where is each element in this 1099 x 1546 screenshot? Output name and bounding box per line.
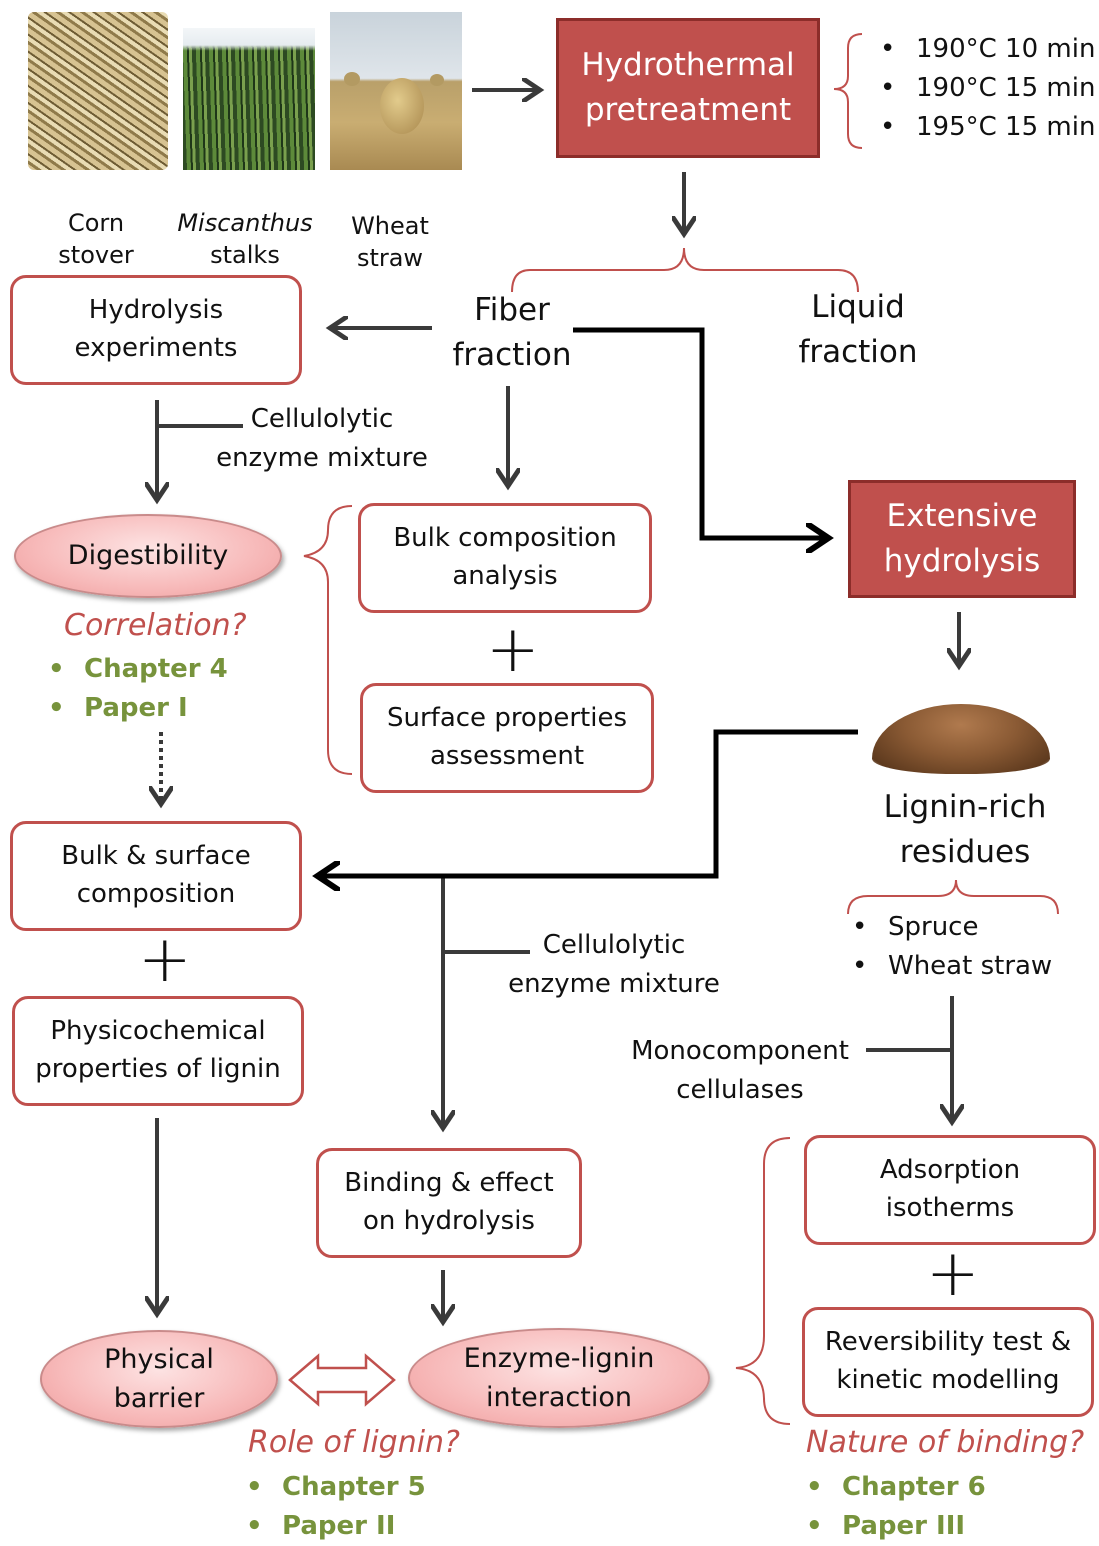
reference-item: Paper I <box>48 689 228 728</box>
physical-barrier-ellipse: Physical barrier <box>40 1330 278 1428</box>
extensive-hydrolysis-box: Extensive hydrolysis <box>848 480 1076 598</box>
brace-analyses <box>303 505 353 775</box>
enzyme-mixture-label-1: Cellulolytic enzyme mixture <box>216 404 428 473</box>
bulk-composition-box: Bulk composition analysis <box>358 503 652 613</box>
reference-item: Chapter 4 <box>48 650 228 689</box>
arrow-fiber-to-extensive <box>573 327 826 538</box>
arrow-residues-to-bulk-surface <box>320 729 858 876</box>
double-arrow <box>288 1353 396 1407</box>
plus-sign-1: + <box>486 613 540 687</box>
nature-of-binding-question: Nature of binding? <box>806 1425 1085 1460</box>
role-references: Chapter 5 Paper II <box>246 1468 426 1546</box>
reference-item: Paper III <box>806 1507 986 1546</box>
brace-residues <box>847 879 1059 915</box>
plus-sign-3: + <box>926 1237 980 1311</box>
fiber-fraction-label: Fiber fraction <box>452 292 572 373</box>
brace-fractions <box>511 247 859 293</box>
lignin-powder-image <box>872 690 1050 776</box>
lignin-rich-residues-label: Lignin-rich residues <box>883 789 1047 870</box>
miscanthus-photo <box>183 28 315 170</box>
adsorption-isotherms-box: Adsorption isotherms <box>804 1135 1096 1245</box>
binding-effect-box: Binding & effect on hydrolysis <box>316 1148 582 1258</box>
enzyme-mixture-label-2: Cellulolytic enzyme mixture <box>508 930 720 999</box>
brace-conditions <box>833 33 863 149</box>
plus-sign-2: + <box>138 923 192 997</box>
reference-item: Paper II <box>246 1507 426 1546</box>
condition-item: 190°C 15 min <box>880 69 1095 108</box>
correlation-references: Chapter 4 Paper I <box>48 650 228 728</box>
condition-item: 190°C 10 min <box>880 30 1095 69</box>
reversibility-test-box: Reversibility test & kinetic modelling <box>802 1307 1094 1417</box>
residue-types: Spruce Wheat straw <box>852 908 1052 986</box>
role-of-lignin-question: Role of lignin? <box>248 1425 460 1460</box>
hydrothermal-pretreatment-box: Hydrothermal pretreatment <box>556 18 820 158</box>
surface-properties-box: Surface properties assessment <box>360 683 654 793</box>
hydrolysis-experiments-box: Hydrolysis experiments <box>10 275 302 385</box>
monocomponent-cellulases-label: Monocomponent cellulases <box>631 1036 849 1105</box>
nature-references: Chapter 6 Paper III <box>806 1468 986 1546</box>
reference-item: Chapter 5 <box>246 1468 426 1507</box>
enzyme-lignin-interaction-ellipse: Enzyme-lignin interaction <box>408 1328 710 1428</box>
liquid-fraction-label: Liquid fraction <box>798 289 918 370</box>
residue-item: Wheat straw <box>852 947 1052 986</box>
wheat-straw-photo <box>330 12 462 170</box>
brace-binding <box>735 1137 791 1425</box>
residue-item: Spruce <box>852 908 1052 947</box>
bulk-surface-composition-box: Bulk & surface composition <box>10 821 302 931</box>
condition-item: 195°C 15 min <box>880 108 1095 147</box>
physicochemical-properties-box: Physicochemical properties of lignin <box>12 996 304 1106</box>
digestibility-ellipse: Digestibility <box>14 514 282 598</box>
reference-item: Chapter 6 <box>806 1468 986 1507</box>
pretreatment-conditions: 190°C 10 min 190°C 15 min 195°C 15 min <box>880 30 1095 147</box>
corn-stover-photo <box>28 12 168 170</box>
correlation-question: Correlation? <box>64 608 247 643</box>
